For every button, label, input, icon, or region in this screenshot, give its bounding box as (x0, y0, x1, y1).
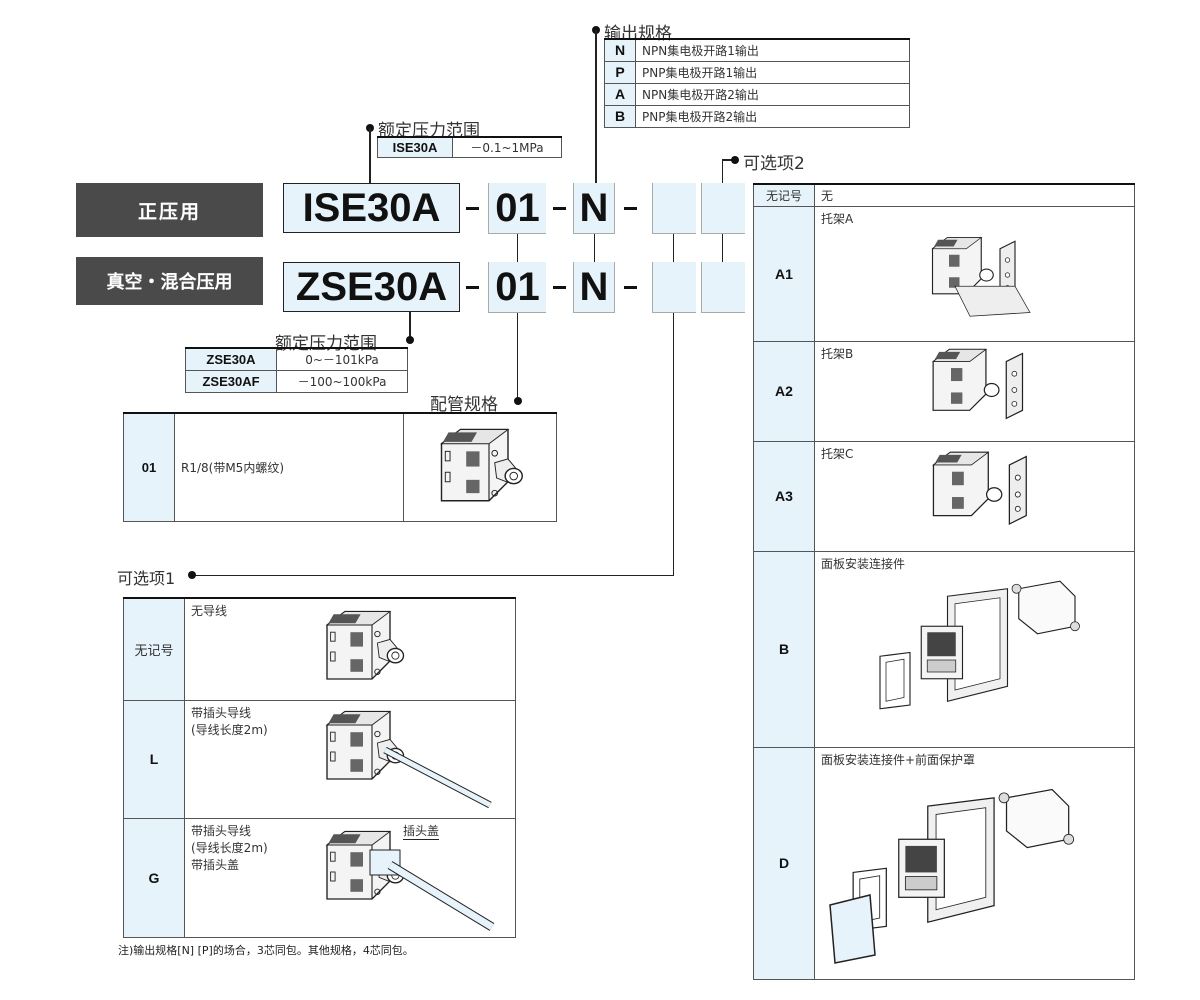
code-cell: A1 (753, 205, 815, 342)
connector-line (673, 234, 674, 262)
footnote: 注)输出规格[N] [P]的场合，3芯同包。其他规格，4芯同包。 (118, 944, 414, 957)
model-cell: ISE30A (377, 136, 453, 158)
panel-mount-image (850, 555, 1135, 735)
dash (553, 207, 566, 210)
table-row: ZSE30AF－100~100kPa (185, 369, 408, 393)
desc-line: (导线长度2m) (191, 722, 268, 737)
desc-cell: 无 (814, 183, 1135, 207)
dash (624, 207, 637, 210)
connector-line (594, 234, 595, 262)
code-cell: 01 (123, 412, 175, 522)
code-cell: D (753, 746, 815, 980)
sensor-image (432, 420, 527, 515)
dash (466, 286, 479, 289)
dash (466, 207, 479, 210)
option2-slot (701, 183, 745, 234)
code-cell: 无记号 (123, 597, 185, 701)
connector-line (673, 313, 674, 575)
port-code-box: 01 (488, 183, 546, 234)
callout-dot (406, 336, 414, 344)
option1-slot (652, 262, 696, 313)
desc-line: 无导线 (191, 604, 228, 618)
model-code-box: ZSE30A (283, 262, 460, 312)
table-row: 无记号 无 (753, 183, 1135, 207)
connector-line (722, 159, 734, 161)
dash (553, 286, 566, 289)
table-row: A1 托架A (753, 205, 1135, 342)
connector-line (595, 30, 597, 183)
pressure-range-table: ISE30A－0.1~1MPa (377, 136, 562, 158)
cable-image (383, 746, 492, 809)
connector-line (192, 575, 674, 576)
panel-mount-cover-image (829, 755, 1135, 964)
code-cell: G (123, 817, 185, 938)
desc-cell: NPN集电极开路2输出 (635, 82, 910, 106)
callout-dot (188, 571, 196, 579)
connector-line (517, 234, 518, 262)
option2-slot (701, 262, 745, 313)
desc-cell: PNP集电极开路2输出 (635, 104, 910, 128)
desc-line: 带插头导线 (191, 705, 252, 720)
bracket-a-image (925, 215, 1031, 317)
bracket-b-image (925, 345, 1055, 435)
port-code-box: 01 (488, 262, 546, 313)
option2-title: 可选项2 (743, 154, 805, 174)
callout-dot (514, 397, 522, 405)
code-cell: L (123, 699, 185, 819)
connector-cover-callout: 插头盖 (403, 824, 440, 840)
desc-cell: PNP集电极开路1输出 (635, 60, 910, 84)
connector-line (722, 159, 723, 183)
range-cell: －100~100kPa (276, 369, 408, 393)
desc-line: 带插头导线 (191, 823, 252, 838)
range-cell: －0.1~1MPa (452, 136, 562, 158)
option1-title: 可选项1 (117, 569, 176, 588)
code-cell: A (604, 82, 636, 106)
connector-cover-image (369, 849, 495, 931)
dash (624, 286, 637, 289)
code-cell: B (753, 550, 815, 748)
connector-line (409, 312, 411, 340)
option1-slot (652, 183, 696, 234)
bracket-c-image (925, 447, 1060, 542)
desc-line: 带插头盖 (191, 857, 240, 872)
category-vacuum: 真空・混合压用 (76, 257, 263, 305)
desc-cell: NPN集电极开路1输出 (635, 38, 910, 62)
code-cell: 无记号 (753, 183, 815, 207)
code-cell: A3 (753, 440, 815, 552)
connector-line (517, 313, 518, 401)
piping-title: 配管规格 (430, 395, 498, 415)
sensor-image (318, 605, 408, 690)
callout-dot (731, 156, 739, 164)
code-cell: P (604, 60, 636, 84)
option1-table: 无记号 无导线 L 带插头导线 (导线长度2m) G 带插头导线 (导线长度2m) 带… (123, 597, 516, 938)
code-cell: N (604, 38, 636, 62)
connector-line (369, 128, 371, 183)
model-cell: ZSE30AF (185, 369, 277, 393)
range-cell: 0~－101kPa (276, 347, 408, 371)
desc-line: (导线长度2m) (191, 840, 268, 855)
model-code-box: ISE30A (283, 183, 460, 233)
category-positive: 正压用 (76, 183, 263, 237)
code-cell: B (604, 104, 636, 128)
model-cell: ZSE30A (185, 347, 277, 371)
code-cell: A2 (753, 340, 815, 442)
connector-line (722, 234, 723, 262)
table-row: ISE30A－0.1~1MPa (377, 136, 562, 158)
output-code-box: N (573, 262, 615, 313)
desc-cell: R1/8(带M5内螺纹) (174, 412, 404, 522)
output-code-box: N (573, 183, 615, 234)
